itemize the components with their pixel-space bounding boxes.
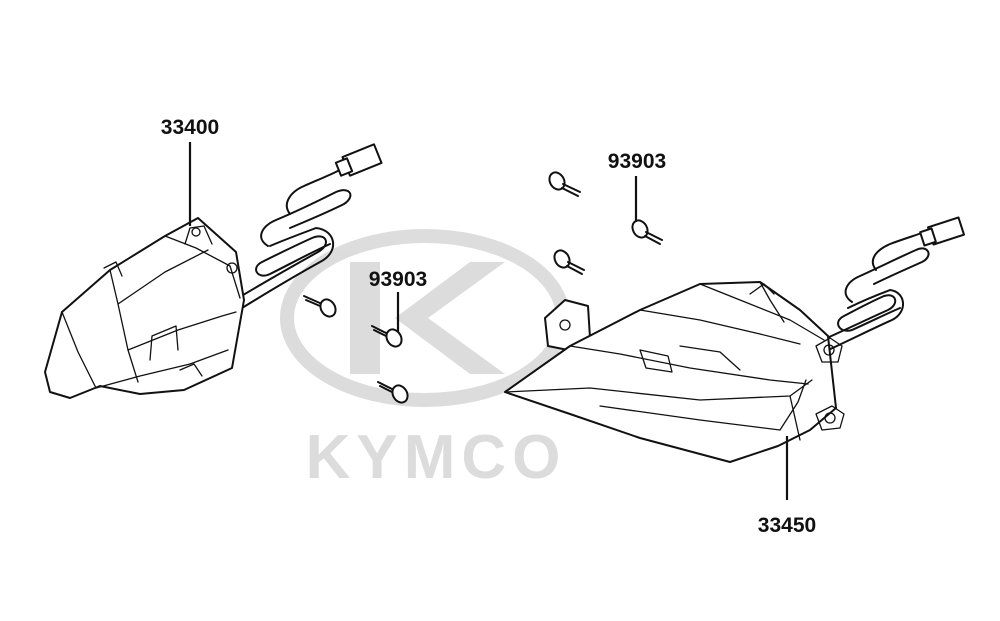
screw-center-middle bbox=[371, 325, 403, 348]
right-lamp-wire-harness bbox=[817, 216, 965, 353]
screw-right-top bbox=[548, 171, 581, 197]
part-label-screw-right: 93903 bbox=[608, 150, 666, 173]
part-label-right-lamp: 33450 bbox=[758, 514, 816, 537]
part-label-left-lamp: 33400 bbox=[161, 116, 219, 139]
right-lamp-assembly bbox=[504, 216, 965, 463]
part-label-screw-center: 93903 bbox=[369, 268, 427, 291]
screw-left-upper bbox=[303, 295, 337, 318]
left-lamp-housing bbox=[44, 217, 245, 399]
watermark-brand-text: KYMCO bbox=[306, 423, 567, 492]
screw-center-lower bbox=[377, 381, 409, 404]
left-lamp-wire-harness bbox=[237, 143, 383, 309]
screw-right-under-label bbox=[631, 219, 663, 245]
left-lamp-assembly bbox=[44, 143, 383, 399]
kymco-watermark-logo: KYMCO bbox=[280, 229, 570, 492]
screw-right-middle bbox=[553, 249, 585, 275]
